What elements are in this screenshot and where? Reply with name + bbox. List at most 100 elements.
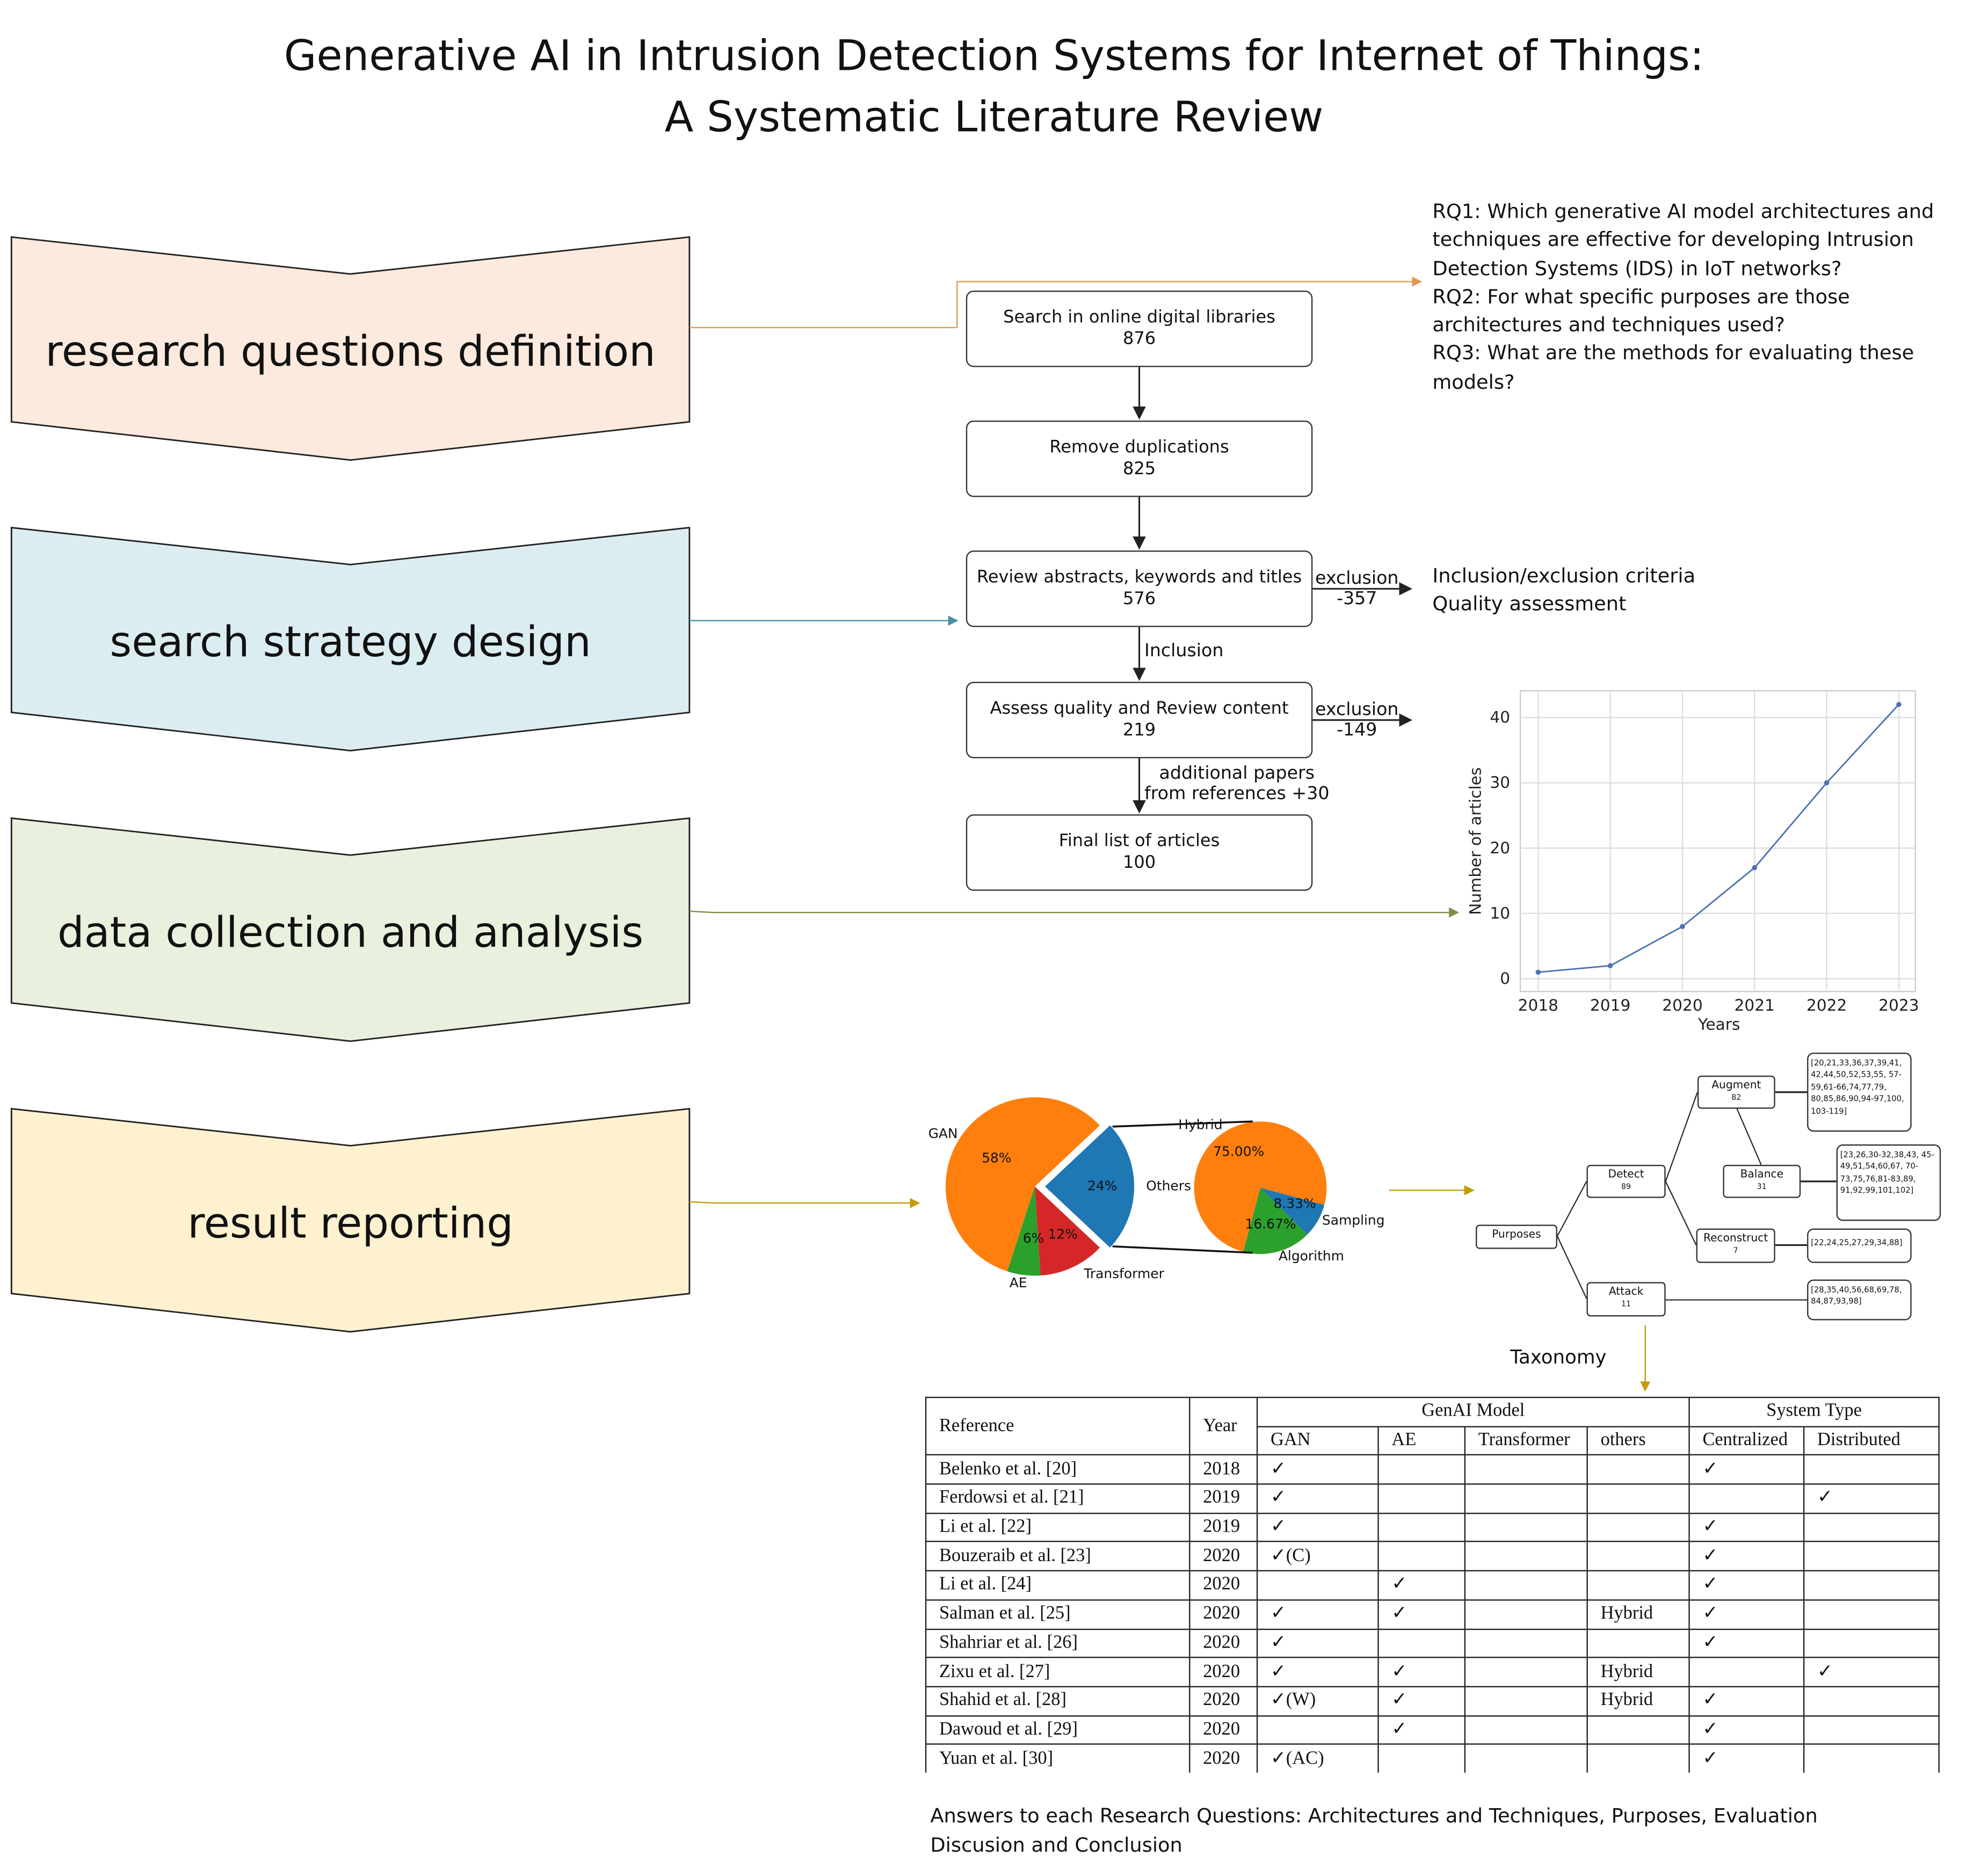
- cell-year: 2020: [1189, 1744, 1258, 1774]
- table-row: Ferdowsi et al. [21]2019✓✓: [925, 1483, 1940, 1514]
- cell-dis: [1803, 1744, 1940, 1774]
- header-year: Year: [1189, 1396, 1258, 1456]
- cell-gan: [1256, 1715, 1379, 1745]
- criteria-item: Inclusion/exclusion criteria: [1432, 564, 1696, 588]
- rq2: RQ2: For what specific purposes are thos…: [1432, 285, 1850, 337]
- table-row: Li et al. [22]2019✓✓: [925, 1512, 1940, 1543]
- zoom-connector-line: [1112, 1120, 1253, 1128]
- data-point: [1896, 701, 1902, 707]
- taxonomy-refs-balance: [23,26,30-32,38,43, 45-49,51,54,60,67, 7…: [1836, 1144, 1941, 1221]
- cell-ref: Bouzeraib et al. [23]: [925, 1541, 1191, 1572]
- cell-oth: [1586, 1628, 1690, 1658]
- cell-oth: [1586, 1483, 1690, 1514]
- cell-gan: ✓(C): [1256, 1541, 1379, 1572]
- exclusion-label: exclusion: [1315, 699, 1399, 720]
- cell-ae: [1377, 1454, 1466, 1485]
- table-row: Yuan et al. [30]2020✓(AC)✓: [925, 1744, 1940, 1774]
- taxonomy-root: Purposes: [1476, 1224, 1557, 1249]
- stage-chevron-result: [10, 1108, 691, 1333]
- table-row: Bouzeraib et al. [23]2020✓(C)✓: [925, 1541, 1940, 1572]
- flow-step-label: Review abstracts, keywords and titles: [976, 567, 1302, 588]
- cell-ref: Li et al. [24]: [925, 1570, 1191, 1601]
- pie-label-ae: AE: [1009, 1275, 1027, 1291]
- x-tick-label: 2018: [1518, 996, 1558, 1014]
- data-point: [1752, 865, 1758, 871]
- flow-step-count: 100: [1122, 852, 1156, 873]
- table-subheader-row: GAN AE Transformer others Centralized Di…: [926, 1425, 1940, 1456]
- additional-line-2: from references +30: [1144, 784, 1330, 804]
- cell-tr: [1464, 1744, 1588, 1774]
- table-row: Zixu et al. [27]2020✓✓Hybrid✓: [925, 1657, 1940, 1687]
- series-line: [1538, 704, 1899, 973]
- cell-tr: [1464, 1715, 1588, 1745]
- data-point: [1607, 963, 1613, 968]
- node-label: Balance: [1740, 1169, 1784, 1181]
- cell-tr: [1464, 1570, 1588, 1601]
- pie-pct-sampling: 8.33%: [1273, 1196, 1316, 1212]
- pie-label-gan: GAN: [928, 1126, 958, 1142]
- cell-gan: ✓(W): [1256, 1686, 1379, 1716]
- research-questions: RQ1: Which generative AI model architect…: [1432, 198, 1980, 396]
- taxonomy-refs-reconstruct: [22,24,25,27,29,34,88]: [1807, 1228, 1912, 1263]
- header-others: others: [1586, 1425, 1690, 1456]
- genai-model-pie-charts: [945, 1097, 1327, 1276]
- cell-tr: [1464, 1454, 1588, 1485]
- y-tick-label: 40: [1490, 708, 1510, 727]
- x-tick-label: 2023: [1878, 996, 1919, 1014]
- pie-label-algorithm: Algorithm: [1278, 1249, 1344, 1265]
- pie-slice-others: [1044, 1125, 1135, 1248]
- pie-label-others: Others: [1146, 1179, 1192, 1194]
- pie-slice-hybrid: [1194, 1121, 1327, 1252]
- data-point: [1824, 780, 1830, 786]
- cell-cen: ✓: [1688, 1686, 1805, 1716]
- pie-pct-transformer: 12%: [1048, 1227, 1078, 1243]
- pie-pct-hybrid: 75.00%: [1213, 1144, 1265, 1160]
- cell-tr: [1464, 1628, 1588, 1658]
- cell-gan: [1256, 1570, 1379, 1601]
- inclusion-note: Inclusion: [1144, 641, 1224, 662]
- cell-cen: ✓: [1688, 1512, 1805, 1543]
- cell-tr: [1464, 1483, 1588, 1514]
- page-title: Generative AI in Intrusion Detection Sys…: [0, 25, 1988, 148]
- y-tick-label: 0: [1500, 969, 1510, 988]
- node-label: Detect: [1608, 1169, 1644, 1181]
- cell-tr: [1464, 1541, 1588, 1572]
- header-gan: GAN: [1256, 1425, 1379, 1456]
- x-tick-label: 2020: [1662, 996, 1702, 1014]
- exclusion-value: -149: [1337, 720, 1377, 741]
- y-tick-label: 30: [1490, 773, 1510, 792]
- pie-slice-transformer: [1034, 1186, 1100, 1276]
- node-label: Reconstruct: [1703, 1232, 1768, 1245]
- node-count: 31: [1757, 1183, 1767, 1192]
- data-point: [1535, 969, 1541, 975]
- cell-ae: [1377, 1512, 1466, 1543]
- rq1: RQ1: Which generative AI model architect…: [1432, 200, 1934, 280]
- cell-cen: ✓: [1688, 1744, 1805, 1774]
- cell-cen: ✓: [1688, 1715, 1805, 1745]
- cell-year: 2020: [1189, 1541, 1258, 1572]
- table-header-row: Reference Year GenAI Model System Type: [925, 1396, 1940, 1456]
- pie-label-sampling: Sampling: [1322, 1213, 1385, 1229]
- cell-tr: [1464, 1599, 1588, 1629]
- pie-pct-algorithm: 16.67%: [1245, 1217, 1296, 1232]
- taxonomy-edges: [1556, 1091, 1837, 1301]
- cell-year: 2020: [1189, 1628, 1258, 1658]
- cell-dis: [1803, 1454, 1940, 1485]
- y-tick-label: 20: [1490, 838, 1510, 857]
- cell-tr: [1464, 1657, 1588, 1687]
- cell-year: 2020: [1189, 1599, 1258, 1629]
- title-line-2: A Systematic Literature Review: [664, 91, 1324, 142]
- exclusion-note-1: exclusion-357: [1315, 568, 1398, 609]
- pie-pct-ae: 6%: [1022, 1231, 1044, 1246]
- table-row: Shahid et al. [28]2020✓(W)✓Hybrid✓: [925, 1686, 1940, 1716]
- cell-dis: [1803, 1686, 1940, 1716]
- zoom-connector-line: [1112, 1245, 1253, 1254]
- cell-gan: ✓: [1256, 1483, 1379, 1514]
- stage-label-search: search strategy design: [110, 617, 591, 667]
- cell-cen: [1688, 1483, 1805, 1514]
- pie-slice-gan: [945, 1097, 1100, 1272]
- table-row: Shahriar et al. [26]2020✓✓: [925, 1628, 1940, 1658]
